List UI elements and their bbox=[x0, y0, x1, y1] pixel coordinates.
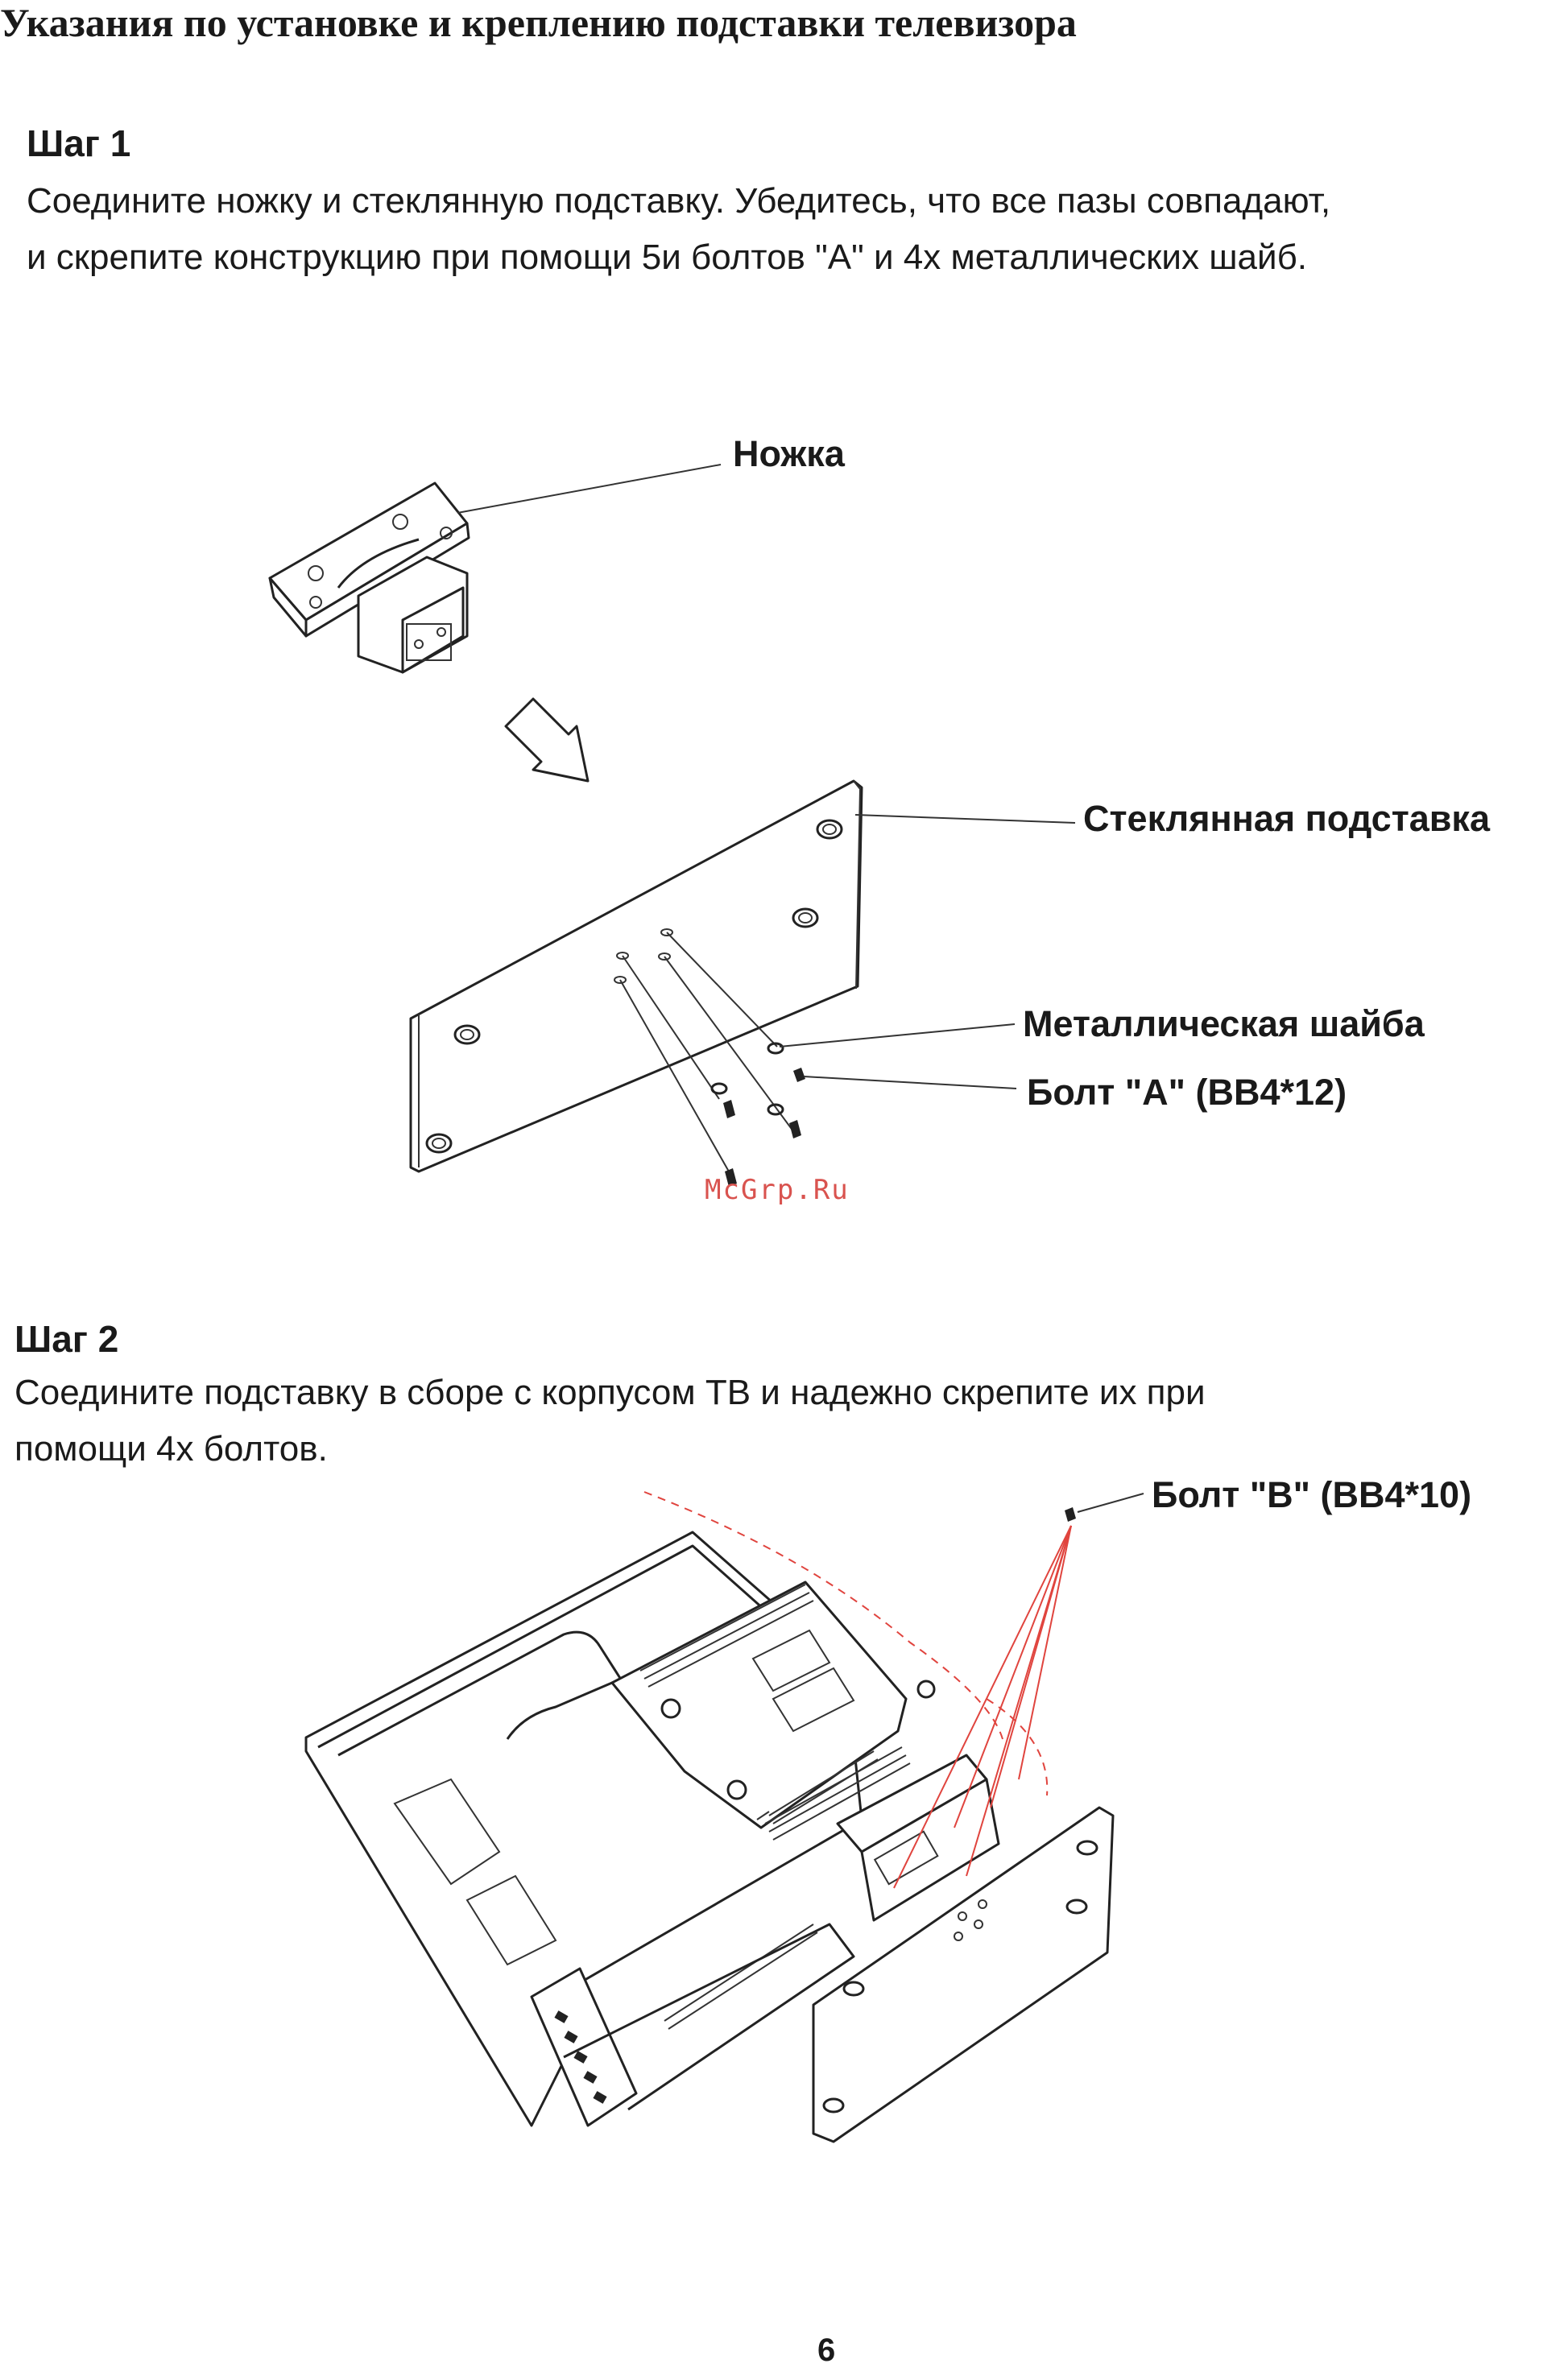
step2-text-line1: Соедините подставку в сборе с корпусом Т… bbox=[14, 1373, 1206, 1412]
label-metal-washer: Металлическая шайба bbox=[1023, 1003, 1425, 1044]
watermark: McGrp.Ru bbox=[705, 1174, 850, 1206]
page-number: 6 bbox=[817, 2332, 836, 2368]
step1-text-line1: Соедините ножку и стеклянную подставку. … bbox=[27, 181, 1331, 221]
step1-text-line2: и скрепите конструкцию при помощи 5и бол… bbox=[27, 238, 1307, 277]
leg-drawing bbox=[268, 464, 722, 674]
glass-stand-drawing bbox=[409, 779, 1076, 1187]
label-bolt-a: Болт "A" (BB4*12) bbox=[1027, 1072, 1347, 1113]
step2-text-line2: помощи 4х болтов. bbox=[14, 1429, 328, 1469]
tv-assembly-drawing bbox=[304, 1491, 1144, 2143]
label-bolt-b: Болт "B" (BB4*10) bbox=[1152, 1474, 1472, 1515]
step2-heading: Шаг 2 bbox=[14, 1318, 119, 1360]
label-leg: Ножка bbox=[733, 433, 845, 474]
step1-heading: Шаг 1 bbox=[27, 122, 131, 164]
page-title: Указания по установке и креплению подста… bbox=[0, 0, 1077, 45]
assembly-arrow bbox=[504, 697, 590, 783]
label-glass-stand: Стеклянная подставка bbox=[1083, 798, 1490, 839]
